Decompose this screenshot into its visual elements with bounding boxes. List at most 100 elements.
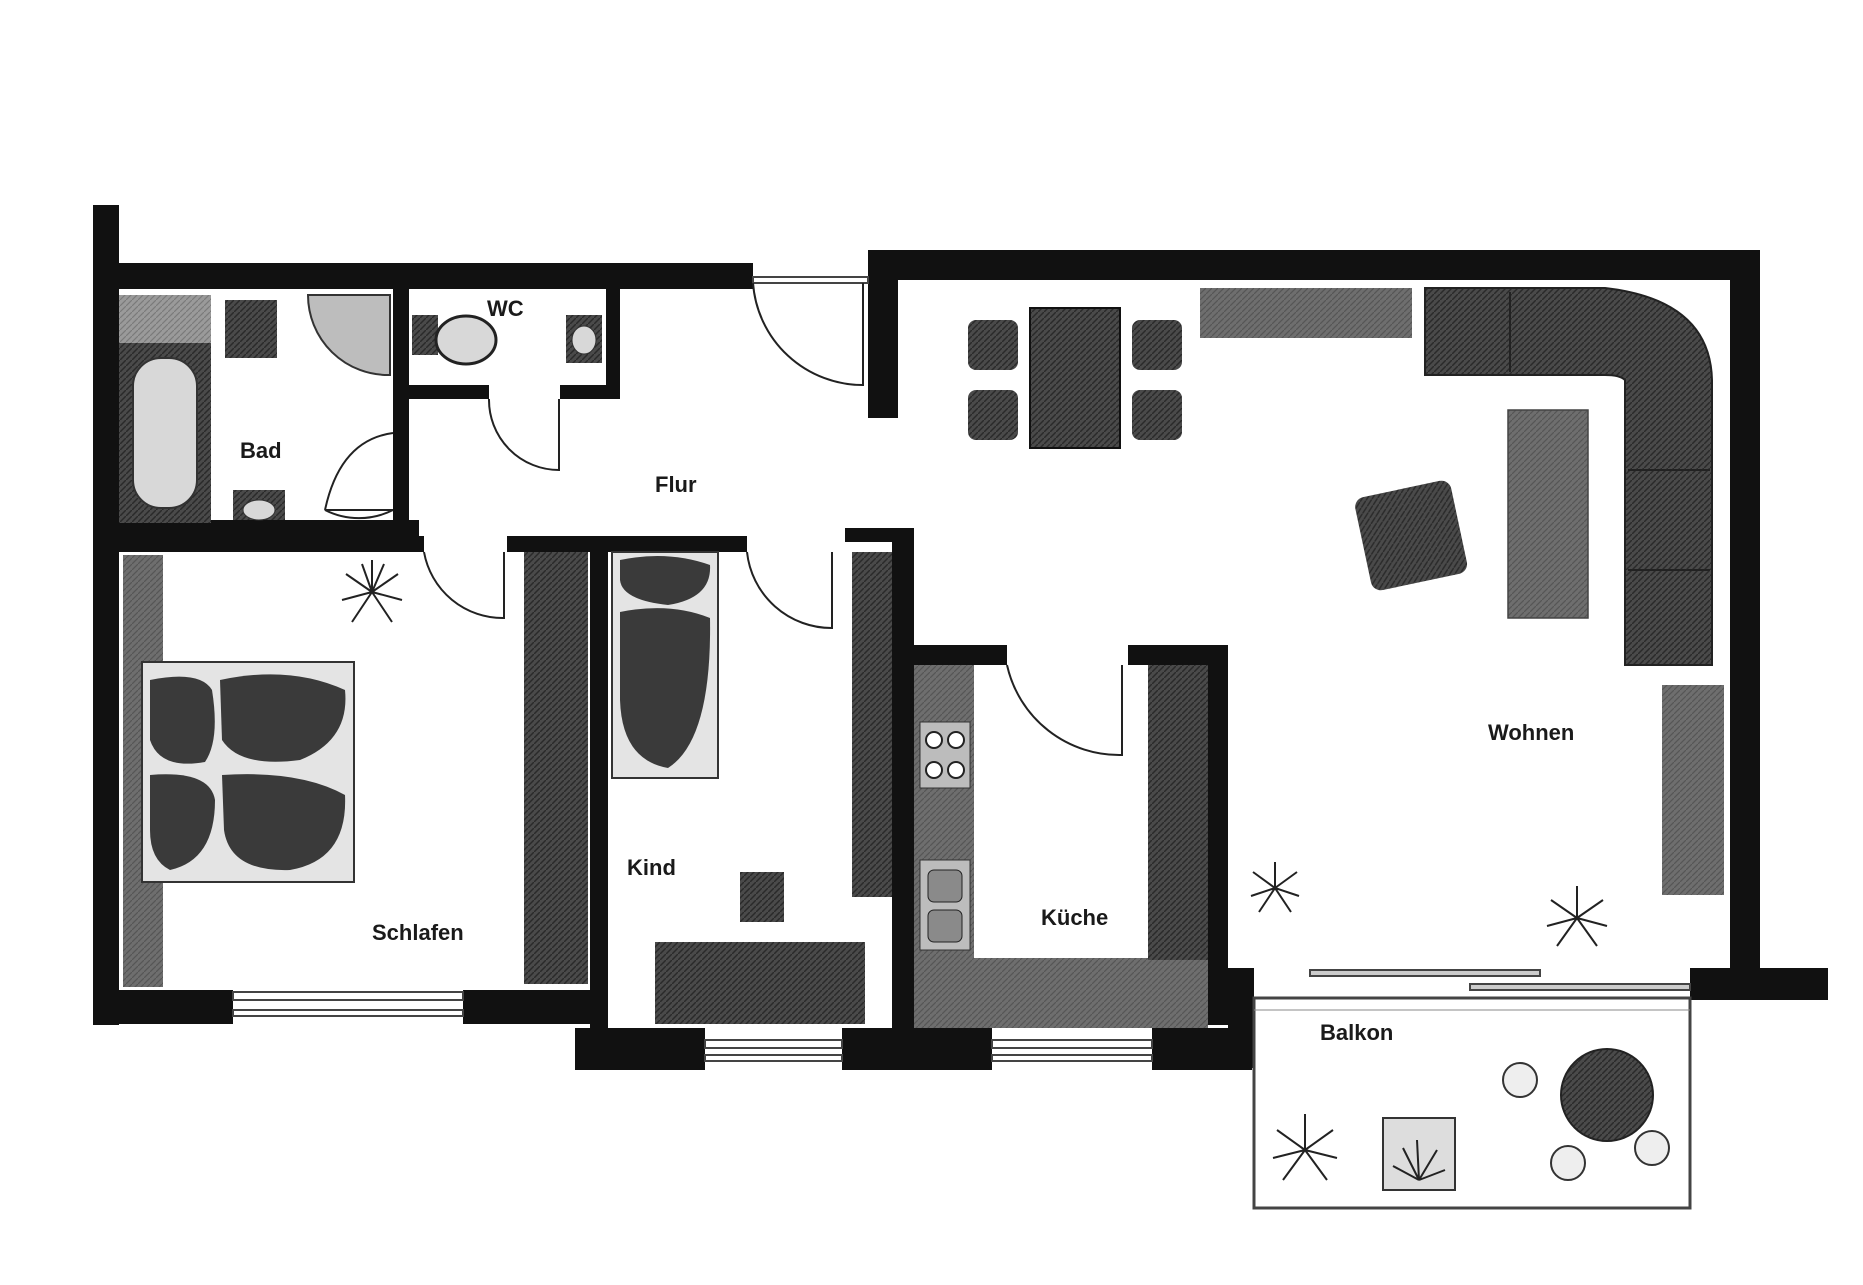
window-kind (704, 1039, 843, 1049)
plant-icon (1250, 862, 1300, 913)
kitchen-counter-bottom (914, 958, 1208, 1028)
wall-right (1730, 250, 1760, 990)
room-label-schlafen: Schlafen (372, 920, 464, 945)
wall-kueche-top-left (892, 645, 1007, 665)
dining-table (1029, 307, 1121, 449)
doors (324, 282, 1123, 757)
wall-bottom-schlafen-right (463, 990, 603, 1024)
kind-furniture (611, 551, 892, 1024)
blanket-2 (222, 774, 346, 871)
wall-top-left (93, 263, 753, 289)
sideboard (1200, 288, 1412, 338)
wc-furniture (412, 314, 602, 366)
wc-cistern (412, 315, 438, 355)
balkon-door-2 (1469, 983, 1691, 991)
balkon-table (1560, 1048, 1654, 1142)
dining-chair (968, 320, 1018, 370)
wall-top-right (868, 250, 1748, 280)
wall-schlafen-kind (590, 536, 608, 1031)
bathtub-basin (132, 357, 198, 509)
armchair (1355, 480, 1468, 591)
coffee-table (1507, 409, 1589, 619)
burner-icon (925, 761, 943, 779)
wc-sink-basin (571, 325, 597, 355)
wall-bad-bottom (119, 520, 419, 536)
balkon-door-1 (1309, 969, 1541, 977)
schlafen-furniture (123, 552, 588, 987)
flower-icon (1392, 1139, 1446, 1181)
balkon-chair (1634, 1130, 1670, 1166)
kind-desk (655, 942, 865, 1024)
wall-entrance-right (868, 250, 898, 418)
dining-chair (1132, 320, 1182, 370)
blanket-1 (150, 774, 215, 870)
balkon-railing (1252, 996, 1692, 1210)
door-bad (324, 509, 394, 520)
pillow-1 (150, 676, 215, 764)
wall-right-stub (1690, 968, 1828, 1000)
stove-icon (919, 721, 971, 789)
room-label-wc: WC (487, 296, 524, 321)
wohnen-furniture (1200, 287, 1724, 947)
room-labels: Bad WC Flur Schlafen Kind Küche Wohnen B… (240, 296, 1574, 1045)
wall-schlafen-top-right (507, 536, 747, 552)
shower-icon (306, 294, 391, 377)
wall-kueche-top-right (1128, 645, 1228, 665)
pillow-2 (220, 674, 346, 762)
wall-bottom-schlafen-left (93, 990, 233, 1024)
walls (93, 205, 1828, 1070)
room-label-bad: Bad (240, 438, 282, 463)
wall-kind-right (892, 528, 914, 1028)
wall-schlafen-top-left (119, 536, 424, 552)
dining-chair (1132, 390, 1182, 440)
entrance-threshold (752, 276, 869, 284)
wc-toilet-icon (434, 314, 498, 366)
dining-furniture (968, 307, 1182, 449)
balkon-chair (1550, 1145, 1586, 1181)
burner-icon (947, 731, 965, 749)
bad-sink-cabinet (225, 300, 277, 358)
window-schlafen (232, 991, 464, 1001)
kind-pillow (620, 556, 711, 605)
wall-left (93, 205, 119, 1025)
kind-wardrobe (852, 552, 892, 897)
plant-icon (1546, 886, 1608, 947)
wall-wc-bottom-right (560, 385, 620, 399)
burner-icon (925, 731, 943, 749)
kitchen-cabinet-right (1148, 665, 1208, 960)
dining-chair (968, 390, 1018, 440)
door-bad-arc (324, 432, 394, 511)
kind-chair (740, 872, 784, 922)
kind-blanket (620, 608, 711, 768)
bad-furniture (119, 294, 391, 523)
wall-kind-top-right (845, 528, 905, 542)
door-entrance (752, 282, 864, 387)
sink-basin-2 (927, 909, 963, 943)
door-schlafen (423, 551, 505, 620)
window-schlafen-2 (232, 1009, 464, 1017)
balkon-chair (1502, 1062, 1538, 1098)
schlafen-wardrobe-right (524, 552, 588, 984)
wohnen-shelf (1662, 685, 1724, 895)
door-kueche (1006, 664, 1123, 757)
room-label-kueche: Küche (1041, 905, 1108, 930)
burner-icon (947, 761, 965, 779)
kueche-furniture (914, 665, 1208, 1028)
windows (232, 276, 1691, 1062)
wall-bad-right (393, 289, 409, 529)
room-label-wohnen: Wohnen (1488, 720, 1574, 745)
room-label-kind: Kind (627, 855, 676, 880)
bad-toilet-bowl (242, 499, 276, 521)
wall-balkon-left-stub (1228, 968, 1254, 1068)
plant-icon (1272, 1114, 1338, 1181)
wall-kueche-right (1208, 645, 1228, 1025)
window-kind-2 (704, 1054, 843, 1062)
wall-bottom-kind-left (575, 1028, 705, 1070)
window-kueche-2 (991, 1054, 1153, 1062)
room-label-balkon: Balkon (1320, 1020, 1393, 1045)
plant-icon (341, 560, 403, 623)
wall-wc-right (606, 289, 620, 399)
door-wc (487, 398, 560, 472)
